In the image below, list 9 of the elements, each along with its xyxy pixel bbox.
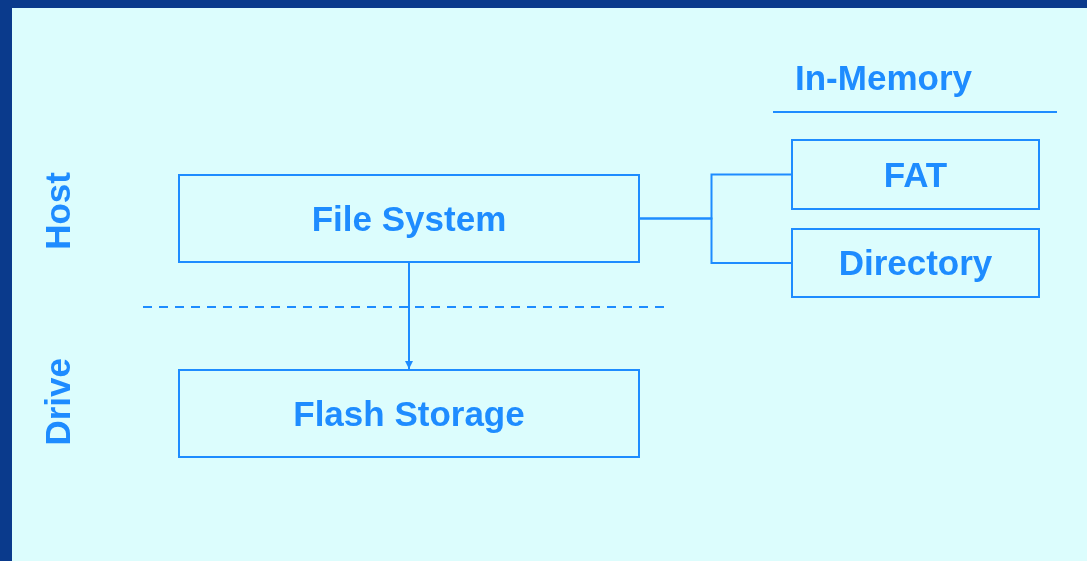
section-heading: In-Memory [795,58,972,98]
arrow [405,262,413,370]
storage-box: Flash Storage [178,369,640,458]
process-box: File System [178,174,640,263]
side-label: Host [38,172,78,250]
connector-line [639,217,792,264]
process-box: Directory [791,228,1040,298]
side-label: Drive [38,358,78,446]
process-box: FAT [791,139,1040,210]
